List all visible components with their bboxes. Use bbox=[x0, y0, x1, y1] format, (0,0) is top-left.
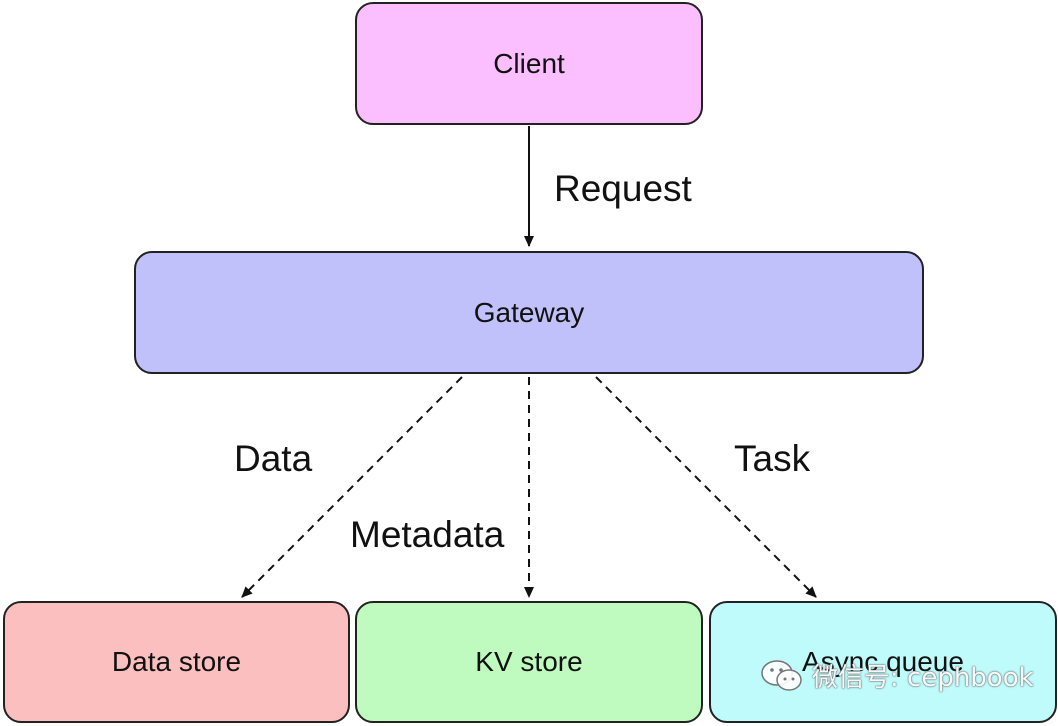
client-node: Client bbox=[355, 2, 703, 125]
edge-label-data: Data bbox=[234, 438, 313, 479]
edge-data bbox=[241, 376, 463, 598]
async-queue-node: Async queue bbox=[709, 601, 1057, 723]
edge-label-task: Task bbox=[734, 438, 811, 479]
watermark-text: 微信号: cephbook bbox=[812, 663, 1034, 693]
edge-label-metadata: Metadata bbox=[350, 514, 505, 555]
gateway-node: Gateway bbox=[134, 251, 924, 374]
edge-task bbox=[595, 376, 817, 598]
edge-label-request: Request bbox=[554, 168, 692, 209]
watermark: 微信号: cephbook bbox=[760, 657, 1034, 694]
kv-store-node: KV store bbox=[355, 601, 703, 723]
wechat-icon bbox=[760, 658, 804, 694]
data-store-node: Data store bbox=[3, 601, 350, 723]
